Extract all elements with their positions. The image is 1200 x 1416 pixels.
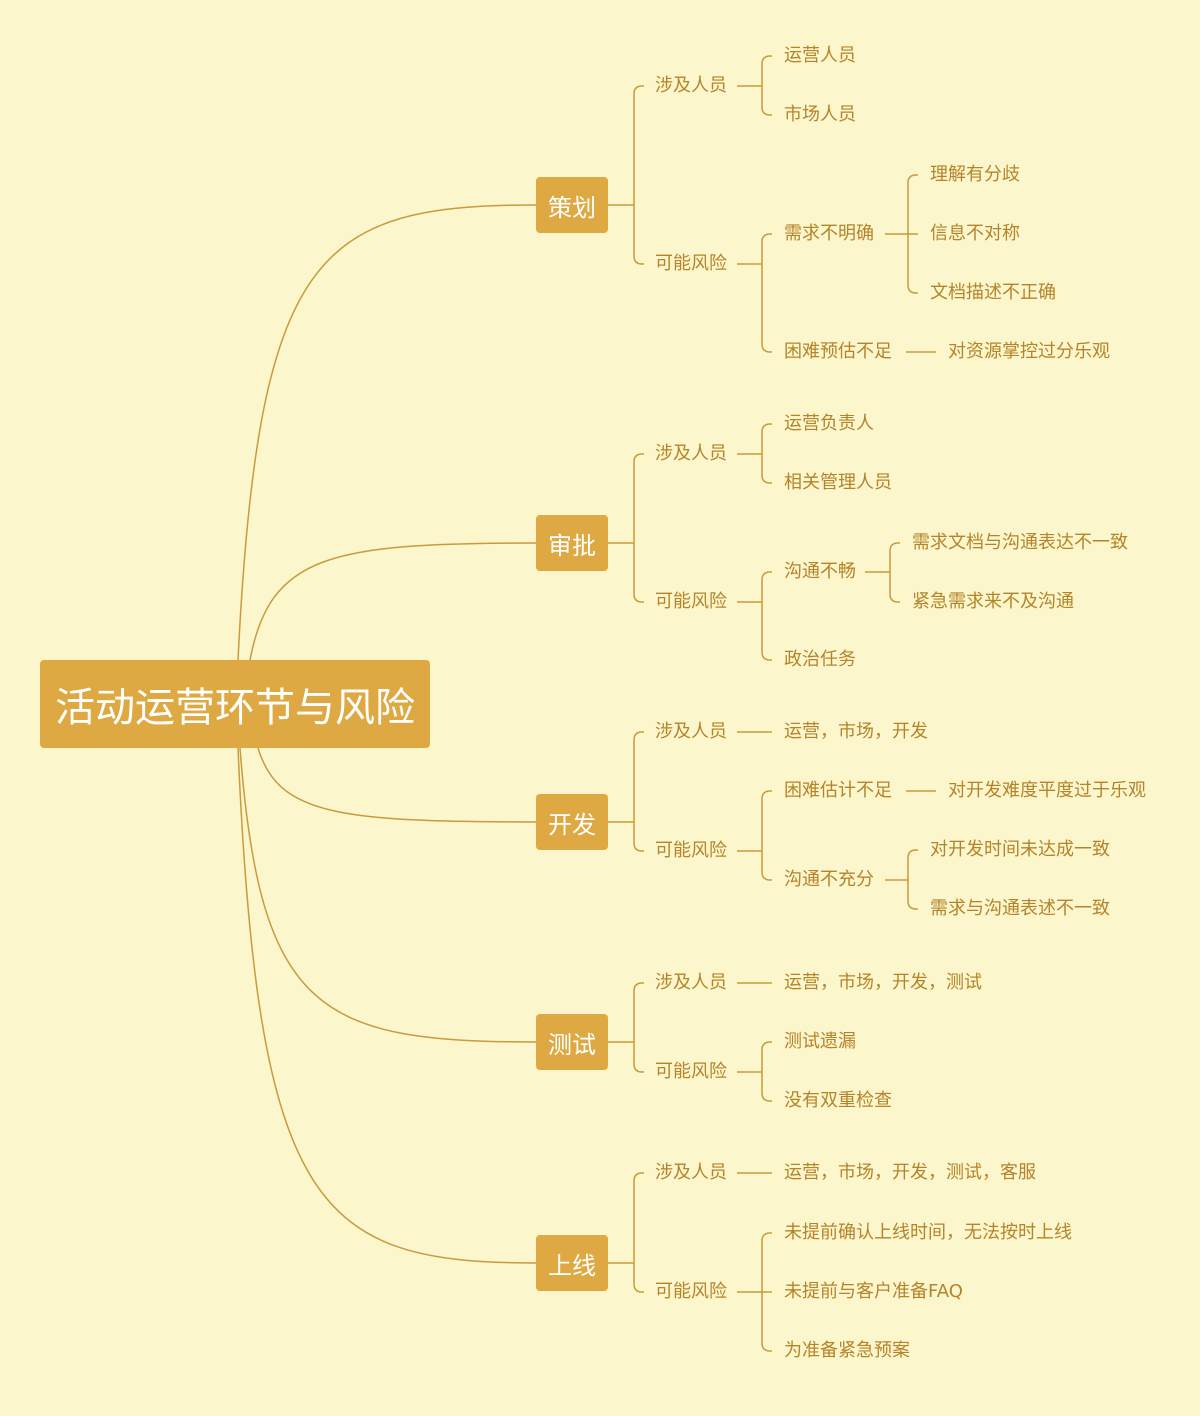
connector-line xyxy=(761,571,772,661)
people-item[interactable]: 运营，市场，开发 xyxy=(784,721,928,742)
connector-line xyxy=(761,423,772,484)
people-item[interactable]: 运营人员 xyxy=(784,45,856,66)
risks-label[interactable]: 可能风险 xyxy=(655,1061,727,1082)
risk-detail[interactable]: 信息不对称 xyxy=(930,223,1020,244)
risk-item[interactable]: 困难预估不足 xyxy=(784,341,892,362)
risk-detail[interactable]: 对资源掌控过分乐观 xyxy=(948,341,1110,362)
root-to-stage-curve xyxy=(249,542,537,661)
connector-line xyxy=(633,731,644,852)
risk-item[interactable]: 未提前与客户准备FAQ xyxy=(784,1281,963,1302)
risk-detail[interactable]: 理解有分歧 xyxy=(930,164,1020,185)
root-to-stage-curve xyxy=(237,204,537,661)
stage-node[interactable]: 上线 xyxy=(536,1235,608,1291)
risk-detail[interactable]: 紧急需求来不及沟通 xyxy=(912,591,1074,612)
risk-detail[interactable]: 对开发难度平度过于乐观 xyxy=(948,780,1146,801)
people-item[interactable]: 运营，市场，开发，测试，客服 xyxy=(784,1162,1036,1183)
stage-node[interactable]: 审批 xyxy=(536,515,608,571)
connector-line xyxy=(633,1172,644,1293)
people-item[interactable]: 运营负责人 xyxy=(784,413,874,434)
risk-item[interactable]: 政治任务 xyxy=(784,649,856,670)
risk-item[interactable]: 困难估计不足 xyxy=(784,780,892,801)
root-to-stage-curve xyxy=(237,747,537,1264)
risks-label[interactable]: 可能风险 xyxy=(655,840,727,861)
risk-item[interactable]: 为准备紧急预案 xyxy=(784,1340,910,1361)
connector-line xyxy=(761,790,772,881)
stage-node[interactable]: 测试 xyxy=(536,1014,608,1070)
people-item[interactable]: 相关管理人员 xyxy=(784,472,892,493)
risks-label[interactable]: 可能风险 xyxy=(655,253,727,274)
risks-label[interactable]: 可能风险 xyxy=(655,591,727,612)
risk-item[interactable]: 测试遗漏 xyxy=(784,1031,856,1052)
risk-detail[interactable]: 需求与沟通表述不一致 xyxy=(930,898,1110,919)
risk-item[interactable]: 未提前确认上线时间，无法按时上线 xyxy=(784,1222,1072,1243)
connector-line xyxy=(633,85,644,265)
stage-node[interactable]: 开发 xyxy=(536,794,608,850)
connector-line xyxy=(761,233,772,353)
root-to-stage-curve xyxy=(257,747,537,823)
connector-line xyxy=(761,1041,772,1102)
people-label[interactable]: 涉及人员 xyxy=(655,75,727,96)
risk-item[interactable]: 没有双重检查 xyxy=(784,1090,892,1111)
risk-detail[interactable]: 需求文档与沟通表达不一致 xyxy=(912,532,1128,553)
people-label[interactable]: 涉及人员 xyxy=(655,721,727,742)
people-label[interactable]: 涉及人员 xyxy=(655,443,727,464)
risk-item[interactable]: 沟通不充分 xyxy=(784,869,874,890)
risk-detail[interactable]: 文档描述不正确 xyxy=(930,282,1056,303)
connector-line xyxy=(889,542,900,603)
root-node[interactable]: 活动运营环节与风险 xyxy=(40,660,430,748)
connector-line xyxy=(633,453,644,603)
people-label[interactable]: 涉及人员 xyxy=(655,1162,727,1183)
people-label[interactable]: 涉及人员 xyxy=(655,972,727,993)
risks-label[interactable]: 可能风险 xyxy=(655,1281,727,1302)
connector-line xyxy=(633,982,644,1073)
risk-item[interactable]: 沟通不畅 xyxy=(784,561,856,582)
people-item[interactable]: 运营，市场，开发，测试 xyxy=(784,972,982,993)
stage-node[interactable]: 策划 xyxy=(536,177,608,233)
risk-item[interactable]: 需求不明确 xyxy=(784,223,874,244)
risk-detail[interactable]: 对开发时间未达成一致 xyxy=(930,839,1110,860)
root-to-stage-curve xyxy=(239,747,537,1043)
connector-line xyxy=(907,849,918,910)
connector-line xyxy=(761,55,772,116)
people-item[interactable]: 市场人员 xyxy=(784,104,856,125)
